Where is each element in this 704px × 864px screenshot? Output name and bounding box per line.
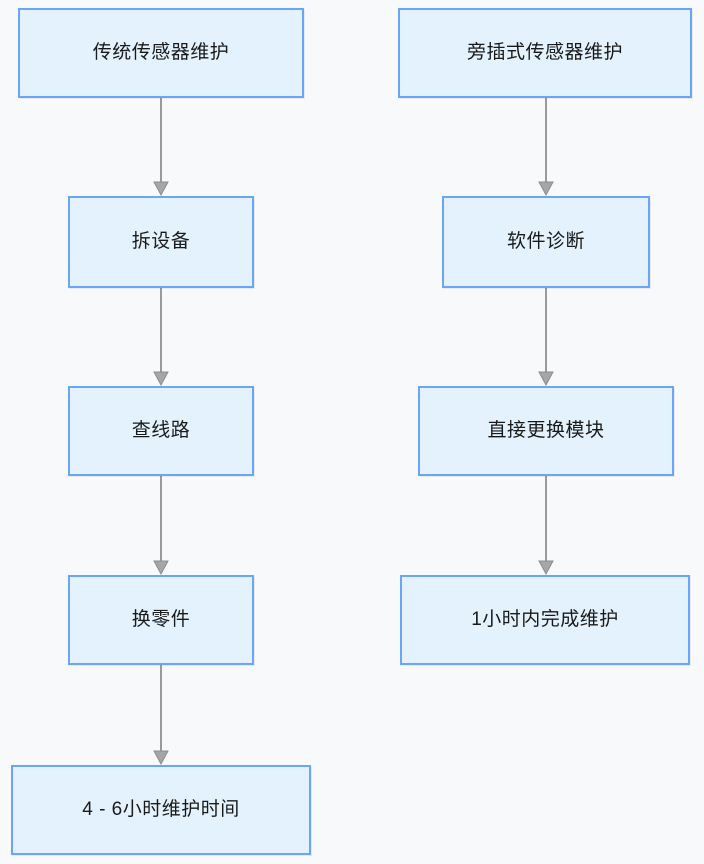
flow-arrow-trad-1-to-trad-2 [151, 98, 171, 197]
flow-node-plug-1[interactable]: 旁插式传感器维护 [398, 8, 692, 98]
flow-node-trad-2[interactable]: 拆设备 [68, 196, 254, 288]
flow-arrow-plug-2-to-plug-3 [536, 288, 556, 387]
flow-node-trad-3[interactable]: 查线路 [68, 386, 254, 476]
flow-node-label: 旁插式传感器维护 [466, 41, 623, 63]
flow-node-label: 1小时内完成维护 [471, 608, 619, 630]
flow-node-label: 传统传感器维护 [92, 41, 230, 63]
flow-arrow-plug-1-to-plug-2 [536, 98, 556, 197]
flow-node-trad-1[interactable]: 传统传感器维护 [18, 8, 304, 98]
flow-node-trad-4[interactable]: 换零件 [68, 575, 254, 665]
flow-node-label: 直接更换模块 [487, 419, 605, 441]
flow-arrow-trad-3-to-trad-4 [151, 476, 171, 576]
flow-node-plug-2[interactable]: 软件诊断 [442, 196, 650, 288]
flow-node-trad-5[interactable]: 4 - 6小时维护时间 [11, 765, 311, 855]
flow-arrow-plug-3-to-plug-4 [536, 476, 556, 576]
flow-node-label: 换零件 [131, 608, 191, 630]
flow-arrow-trad-2-to-trad-3 [151, 288, 171, 387]
flow-node-plug-4[interactable]: 1小时内完成维护 [400, 575, 690, 665]
flow-node-label: 查线路 [131, 419, 191, 441]
flow-node-label: 拆设备 [131, 230, 191, 252]
flow-node-label: 4 - 6小时维护时间 [82, 798, 240, 820]
flow-arrow-trad-4-to-trad-5 [151, 665, 171, 766]
flow-node-plug-3[interactable]: 直接更换模块 [418, 386, 674, 476]
flow-node-label: 软件诊断 [506, 230, 585, 252]
